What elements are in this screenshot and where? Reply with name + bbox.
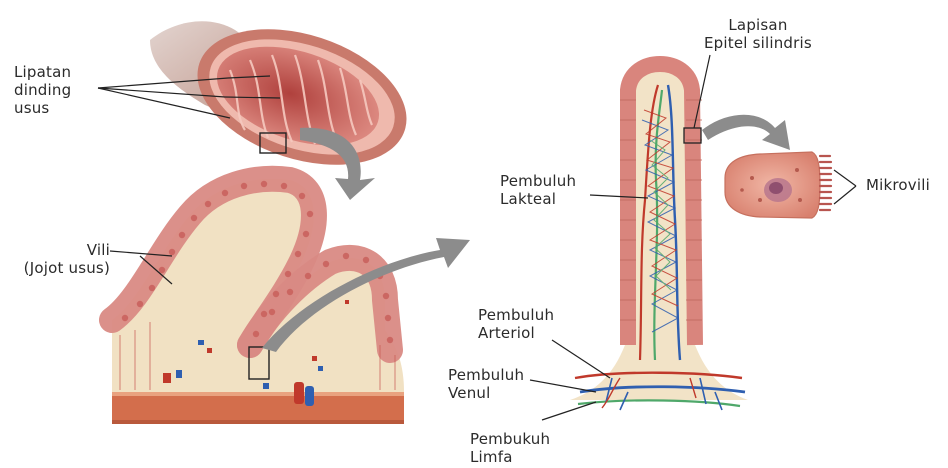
single-villus (570, 64, 748, 410)
intestine-tube (150, 5, 424, 190)
label-venul-line2: Venul (448, 384, 524, 402)
label-vili-line2: (Jojot usus) (0, 259, 110, 277)
arrow-villus-to-cell (702, 115, 790, 150)
label-pembukuh-limfa: Pembukuh Limfa (470, 430, 550, 466)
label-lipatan-line2: dinding (14, 81, 71, 99)
label-arteriol-line2: Arteriol (478, 324, 554, 342)
label-lapisan-line1: Lapisan (704, 16, 812, 34)
epithelial-cell (725, 152, 831, 218)
label-venul-line1: Pembuluh (448, 366, 524, 384)
microvilli (820, 156, 831, 210)
label-pembuluh-lakteal: Pembuluh Lakteal (500, 172, 576, 208)
label-mikrovili-text: Mikrovili (866, 176, 930, 194)
label-lakteal-line2: Lakteal (500, 190, 576, 208)
villi-section (112, 179, 404, 424)
label-lakteal-line1: Pembuluh (500, 172, 576, 190)
label-mikrovili: Mikrovili (866, 176, 930, 194)
label-arteriol-line1: Pembuluh (478, 306, 554, 324)
label-vili-line1: Vili (8, 241, 110, 259)
label-lipatan-dinding-usus: Lipatan dinding usus (14, 63, 71, 117)
label-pembuluh-arteriol: Pembuluh Arteriol (478, 306, 554, 342)
label-vili: Vili (Jojot usus) (8, 241, 110, 277)
label-lipatan-line3: usus (14, 99, 71, 117)
label-lapisan-line2: Epitel silindris (704, 34, 812, 52)
label-limfa-line1: Pembukuh (470, 430, 550, 448)
label-limfa-line2: Limfa (470, 448, 550, 466)
label-lipatan-line1: Lipatan (14, 63, 71, 81)
label-lapisan-epitel: Lapisan Epitel silindris (704, 16, 812, 52)
label-pembuluh-venul: Pembuluh Venul (448, 366, 524, 402)
